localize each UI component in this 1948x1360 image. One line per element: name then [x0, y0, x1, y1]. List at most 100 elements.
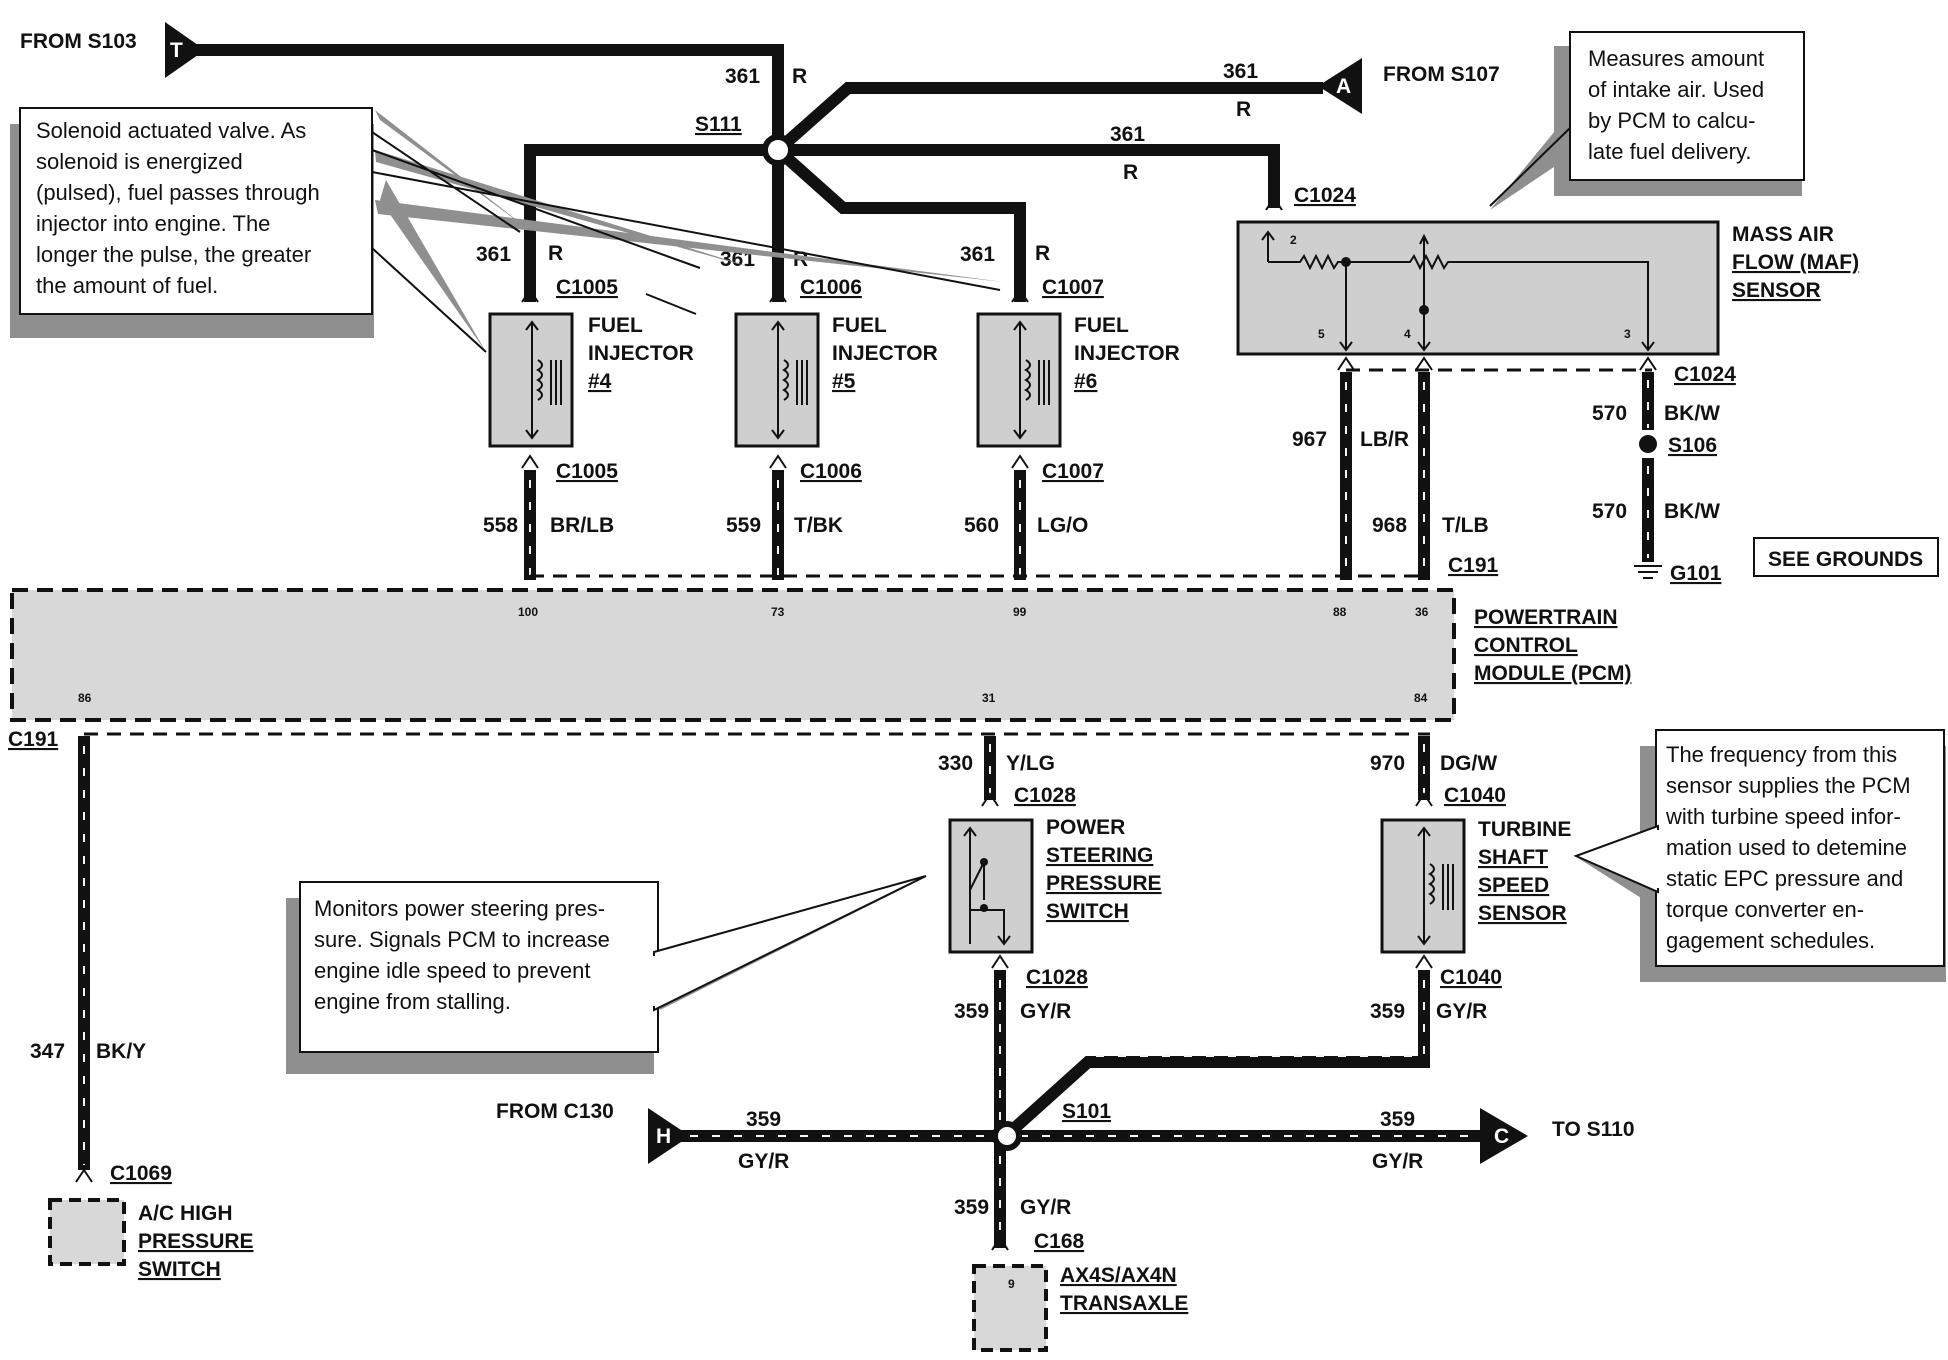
wire-r-label: R — [1035, 242, 1050, 265]
svg-text:FUEL: FUEL — [588, 314, 643, 337]
splice-s101-label: S101 — [1062, 1100, 1111, 1123]
svg-text:torque converter en-: torque converter en- — [1666, 897, 1864, 922]
ps-switch-wires — [981, 736, 999, 807]
ac-pressure-wire — [75, 736, 93, 1183]
svg-text:Y/LG: Y/LG — [1006, 752, 1055, 775]
svg-text:73: 73 — [771, 605, 785, 619]
svg-text:BK/W: BK/W — [1664, 500, 1720, 523]
wire-361-label: 361 — [960, 243, 995, 266]
svg-text:BK/Y: BK/Y — [96, 1040, 146, 1063]
connector-c168-tip — [991, 1236, 1009, 1251]
connector-c191-label: C191 — [1448, 554, 1499, 577]
svg-text:MODULE (PCM): MODULE (PCM) — [1474, 662, 1631, 685]
svg-text:engine from stalling.: engine from stalling. — [314, 989, 511, 1014]
tss-wires — [1415, 736, 1433, 807]
svg-text:99: 99 — [1013, 605, 1027, 619]
connector-c1024-label: C1024 — [1674, 363, 1736, 386]
svg-text:DG/W: DG/W — [1440, 752, 1497, 775]
connector-c168-label: C168 — [1034, 1230, 1085, 1253]
svg-text:2: 2 — [1290, 233, 1297, 247]
splice-s106-dot — [1639, 435, 1657, 453]
svg-text:INJECTOR: INJECTOR — [1074, 342, 1180, 365]
svg-text:static EPC pressure and: static EPC pressure and — [1666, 866, 1903, 891]
svg-text:5: 5 — [1318, 327, 1325, 341]
ground-circuit — [1634, 372, 1662, 579]
svg-text:SHAFT: SHAFT — [1478, 846, 1548, 869]
connector-c1028-label: C1028 — [1026, 966, 1088, 989]
connector-c1006-label: C1006 — [800, 460, 862, 483]
svg-text:GY/R: GY/R — [738, 1150, 789, 1173]
svg-text:BR/LB: BR/LB — [550, 514, 614, 537]
svg-text:by PCM to calcu-: by PCM to calcu- — [1588, 108, 1756, 133]
svg-text:BK/W: BK/W — [1664, 402, 1720, 425]
svg-text:SPEED: SPEED — [1478, 874, 1549, 897]
svg-text:the amount of fuel.: the amount of fuel. — [36, 273, 218, 298]
connector-h-arrow — [648, 1108, 690, 1164]
maf-note: Measures amount of intake air. Used by P… — [1489, 31, 1805, 210]
svg-text:330: 330 — [938, 752, 973, 775]
svg-text:968: 968 — [1372, 514, 1407, 537]
transaxle-module — [972, 1264, 1048, 1352]
svg-text:INJECTOR: INJECTOR — [588, 342, 694, 365]
svg-text:engine idle speed to prevent: engine idle speed to prevent — [314, 958, 590, 983]
svg-text:#4: #4 — [588, 370, 612, 393]
tss-note: The frequency from this sensor supplies … — [1573, 729, 1946, 982]
see-grounds-box[interactable] — [1753, 537, 1939, 577]
splice-s111-dot — [762, 134, 794, 166]
fuel-injector-4: C1005 FUEL INJECTOR #4 C1005 — [488, 276, 694, 483]
svg-text:Measures amount: Measures amount — [1588, 46, 1764, 71]
wire-361-label: 361 — [1223, 60, 1258, 83]
connector-h-letter: H — [656, 1125, 671, 1148]
wire-361-label: 361 — [1110, 123, 1145, 146]
connector-a-arrow — [1318, 58, 1362, 114]
svg-text:SWITCH: SWITCH — [1046, 900, 1129, 923]
svg-text:sensor supplies the PCM: sensor supplies the PCM — [1666, 773, 1911, 798]
svg-text:FLOW (MAF): FLOW (MAF) — [1732, 251, 1859, 274]
svg-text:TURBINE: TURBINE — [1478, 818, 1571, 841]
svg-text:558: 558 — [483, 514, 518, 537]
power-steering-pressure-switch — [948, 818, 1034, 954]
from-s103-label: FROM S103 — [20, 30, 137, 53]
svg-text:86: 86 — [78, 691, 92, 705]
connector-c1007-label: C1007 — [1042, 460, 1104, 483]
svg-text:longer the pulse, the greater: longer the pulse, the greater — [36, 242, 311, 267]
svg-text:TRANSAXLE: TRANSAXLE — [1060, 1292, 1188, 1315]
connector-t-letter: T — [170, 39, 183, 62]
svg-text:STEERING: STEERING — [1046, 844, 1153, 867]
svg-text:late fuel delivery.: late fuel delivery. — [1588, 139, 1751, 164]
injector-signal-wires — [524, 470, 1026, 580]
svg-text:with turbine speed infor-: with turbine speed infor- — [1665, 804, 1901, 829]
wire-361-label: 361 — [476, 243, 511, 266]
wire-r-label: R — [792, 65, 807, 88]
svg-text:559: 559 — [726, 514, 761, 537]
svg-text:GY/R: GY/R — [1436, 1000, 1487, 1023]
svg-text:100: 100 — [518, 605, 538, 619]
svg-text:31: 31 — [982, 691, 996, 705]
injector-note: Solenoid actuated valve. As solenoid is … — [10, 107, 1004, 353]
svg-text:mation used to detemine: mation used to detemine — [1666, 835, 1907, 860]
svg-text:T/BK: T/BK — [794, 514, 843, 537]
svg-text:359: 359 — [1370, 1000, 1405, 1023]
connector-c1069-label: C1069 — [110, 1162, 172, 1185]
svg-text:FUEL: FUEL — [1074, 314, 1129, 337]
ps-note: Monitors power steering pres- sure. Sign… — [286, 875, 927, 1074]
from-c130-label: FROM C130 — [496, 1100, 614, 1123]
svg-text:570: 570 — [1592, 500, 1627, 523]
svg-text:GY/R: GY/R — [1020, 1000, 1071, 1023]
svg-text:of intake air. Used: of intake air. Used — [1588, 77, 1764, 102]
maf-signal-wires — [1337, 356, 1657, 580]
svg-text:359: 359 — [1380, 1108, 1415, 1131]
svg-text:SENSOR: SENSOR — [1478, 902, 1567, 925]
fuel-injector-5: C1006 FUEL INJECTOR #5 C1006 — [734, 276, 938, 483]
connector-c1040-label: C1040 — [1440, 966, 1502, 989]
see-grounds-label: SEE GROUNDS — [1768, 548, 1923, 571]
svg-text:T/LB: T/LB — [1442, 514, 1489, 537]
connector-t-arrow — [165, 22, 205, 78]
svg-text:A/C HIGH: A/C HIGH — [138, 1202, 233, 1225]
to-s110-label: TO S110 — [1552, 1118, 1635, 1141]
wire-r-label: R — [548, 242, 563, 265]
svg-text:84: 84 — [1414, 691, 1428, 705]
connector-c1024-label: C1024 — [1294, 184, 1356, 207]
wire-361-label: 361 — [725, 65, 760, 88]
